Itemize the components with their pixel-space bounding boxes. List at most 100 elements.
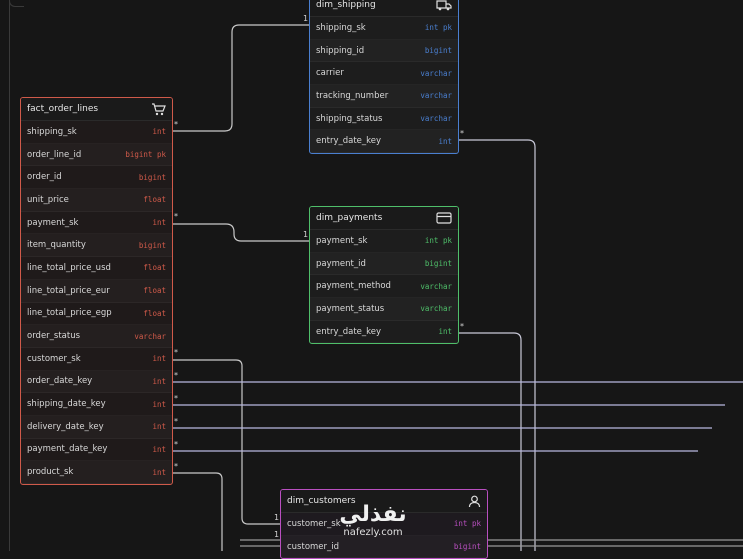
column-row[interactable]: customer_sk int [21, 348, 172, 371]
column-row[interactable]: payment_sk int [21, 212, 172, 235]
column-name: customer_sk [27, 353, 81, 364]
cardinality-many-product: * [174, 462, 178, 471]
cardinality-many-customer: * [174, 348, 178, 357]
table-header[interactable]: dim_payments [310, 207, 458, 230]
column-type: int [152, 467, 166, 477]
edge-customer [172, 359, 281, 525]
column-type: bigint [138, 172, 166, 182]
cardinality-one-shipping: 1 [303, 14, 309, 23]
column-type: int [438, 327, 452, 337]
column-name: line_total_price_egp [27, 308, 112, 319]
column-type: int [152, 218, 166, 228]
column-type: float [143, 195, 166, 205]
column-type: int [438, 136, 452, 146]
column-type: bigint pk [125, 150, 166, 160]
cardinality-many-payment: * [174, 212, 178, 221]
column-type: int [152, 127, 166, 137]
truck-icon [436, 0, 452, 11]
table-header[interactable]: dim_shipping [310, 0, 458, 17]
column-name: line_total_price_usd [27, 262, 111, 273]
column-name: item_quantity [27, 240, 86, 251]
column-type: bigint [424, 46, 452, 56]
edge-shipping-entry-date [458, 139, 536, 551]
column-row[interactable]: order_date_key int [21, 371, 172, 394]
column-type: int pk [453, 519, 481, 529]
column-row[interactable]: entry_date_key int [310, 130, 458, 154]
cardinality-many-shipping-entry: * [460, 129, 464, 138]
column-name: payment_sk [27, 217, 79, 228]
column-type: int [152, 399, 166, 409]
column-name: shipping_status [316, 113, 383, 124]
column-row[interactable]: order_line_id bigint pk [21, 144, 172, 167]
column-name: order_date_key [27, 376, 93, 387]
column-type: int [152, 376, 166, 386]
column-name: line_total_price_eur [27, 285, 110, 296]
column-type: varchar [420, 281, 452, 291]
watermark-logo: نفذلي nafezly.com [328, 502, 418, 539]
cardinality-many-shipping: * [174, 120, 178, 129]
table-header[interactable]: dim_customers [281, 490, 487, 513]
column-name: payment_sk [316, 235, 368, 246]
column-row[interactable]: delivery_date_key int [21, 416, 172, 439]
cardinality-many-payments-entry: * [460, 322, 464, 331]
credit-card-icon [436, 212, 452, 224]
column-type: float [143, 263, 166, 273]
column-row[interactable]: unit_price float [21, 189, 172, 212]
edge-product [172, 472, 223, 551]
column-name: tracking_number [316, 90, 389, 101]
column-name: delivery_date_key [27, 421, 104, 432]
column-type: bigint [453, 542, 481, 552]
table-title: dim_shipping [316, 0, 376, 10]
column-type: int [152, 354, 166, 364]
cardinality-one-customer-a: 1 [274, 513, 280, 522]
column-name: carrier [316, 68, 344, 79]
user-icon [468, 495, 481, 508]
column-name: unit_price [27, 194, 69, 205]
column-name: entry_date_key [316, 326, 382, 337]
column-type: varchar [420, 68, 452, 78]
column-row[interactable]: line_total_price_usd float [21, 257, 172, 280]
column-name: payment_status [316, 303, 385, 314]
canvas-frame-corner [9, 0, 24, 7]
table-title: dim_customers [287, 496, 356, 506]
cardinality-many-shipping-date: * [174, 394, 178, 403]
cardinality-one-customer-c: 1 [274, 530, 280, 539]
column-row[interactable]: entry_date_key int [310, 321, 458, 344]
column-row[interactable]: carrier varchar [310, 62, 458, 86]
column-type: varchar [134, 331, 166, 341]
table-header[interactable]: fact_order_lines [21, 98, 172, 121]
watermark-arabic: نفذلي [339, 502, 407, 527]
column-name: order_line_id [27, 149, 82, 160]
column-name: entry_date_key [316, 136, 382, 147]
cardinality-one-payment: 1 [303, 230, 309, 239]
edge-payment [172, 223, 309, 242]
table-title: fact_order_lines [27, 104, 99, 114]
column-type: int [152, 422, 166, 432]
